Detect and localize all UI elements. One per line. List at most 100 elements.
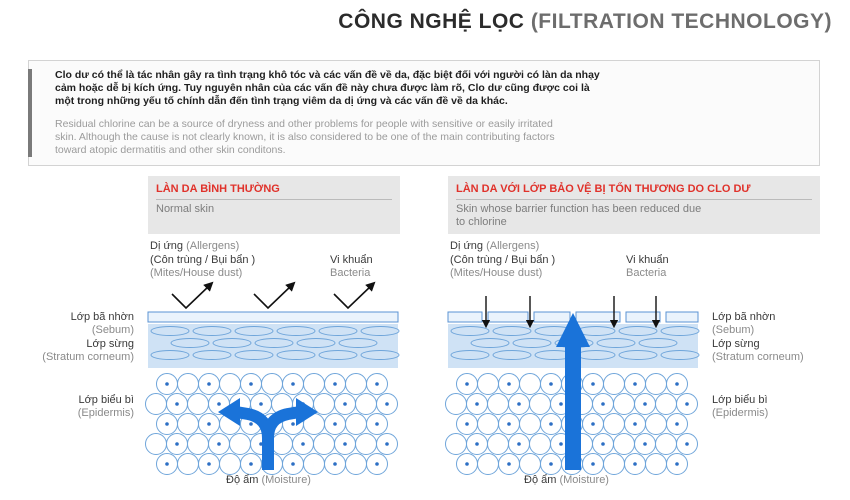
right-moisture-arrow-icon <box>556 313 590 470</box>
right-bacteria-label: Vi khuẩn Bacteria <box>626 254 669 280</box>
right-penetrating-arrows <box>481 296 661 329</box>
corneum-cell <box>276 326 316 336</box>
cell-nucleus <box>633 382 637 386</box>
epidermis-cell <box>219 373 241 395</box>
corneum-cell <box>254 338 294 348</box>
epidermis-cell <box>477 413 499 435</box>
epidermis-cell <box>477 453 499 475</box>
epidermis-cell <box>645 373 667 395</box>
cell-nucleus <box>507 382 511 386</box>
epidermis-cell <box>177 453 199 475</box>
epidermis-cell <box>603 453 625 475</box>
mites-en: (Mites/House dust) <box>450 267 543 279</box>
epidermis-cell <box>177 373 199 395</box>
cell-nucleus <box>207 422 211 426</box>
corneum-cell <box>360 350 400 360</box>
left-panel-title: LÀN DA BÌNH THƯỜNG <box>156 183 280 195</box>
cell-nucleus <box>249 462 253 466</box>
right-panel-subtitle: Skin whose barrier function has been red… <box>456 203 701 229</box>
intro-vietnamese: Clo dư có thể là tác nhân gây ra tình tr… <box>55 69 805 108</box>
repel-arrow-icon <box>253 281 296 310</box>
intro-en-line: Residual chlorine can be a source of dry… <box>55 118 553 130</box>
corneum-cell <box>450 326 490 336</box>
cell-nucleus <box>291 382 295 386</box>
corneum-cell <box>638 338 678 348</box>
cell-nucleus <box>465 382 469 386</box>
cell-nucleus <box>217 442 221 446</box>
left-sebum-label: Lớp bã nhờn (Sebum) <box>0 311 134 337</box>
allergens-en: (Allergens) <box>186 240 240 252</box>
corneum-cell <box>492 350 532 360</box>
cell-nucleus <box>343 402 347 406</box>
epidermis-cell <box>487 393 509 415</box>
left-moisture-label: Độ ẩm (Moisture) <box>226 474 311 487</box>
cell-nucleus <box>375 382 379 386</box>
cell-nucleus <box>333 422 337 426</box>
sebum-vi: Lớp bã nhờn <box>70 311 134 323</box>
cell-nucleus <box>675 382 679 386</box>
cell-nucleus <box>175 402 179 406</box>
epidermis-cell <box>261 373 283 395</box>
epidermis-cell <box>655 393 677 415</box>
moisture-en: (Moisture) <box>559 474 609 486</box>
cell-nucleus <box>165 422 169 426</box>
corneum-cell <box>276 350 316 360</box>
left-panel-divider <box>156 199 392 200</box>
corneum-cell <box>660 350 700 360</box>
allergens-vi: Dị ứng <box>150 240 184 252</box>
right-sebum-label: Lớp bã nhờn (Sebum) <box>712 311 775 337</box>
intro-vi-line: Clo dư có thể là tác nhân gây ra tình tr… <box>55 69 600 81</box>
sebum-vi: Lớp bã nhờn <box>712 311 776 323</box>
epidermis-cell <box>313 433 335 455</box>
epidermis-cell <box>603 373 625 395</box>
corneum-cell <box>212 338 252 348</box>
corneum-cell <box>338 338 378 348</box>
corneum-cell <box>492 326 532 336</box>
intro-english: Residual chlorine can be a source of dry… <box>55 118 805 157</box>
corneum-cell <box>596 338 636 348</box>
moisture-vi: Độ ẩm <box>226 474 259 486</box>
intro-en-line: toward atopic dermatitis and other skin … <box>55 144 286 156</box>
epidermis-cell <box>187 393 209 415</box>
allergens-en: (Allergens) <box>486 240 540 252</box>
corneum-cell <box>318 350 358 360</box>
epidermis-vi: Lớp biểu bì <box>78 394 134 406</box>
cell-nucleus <box>333 462 337 466</box>
cell-nucleus <box>333 382 337 386</box>
left-repelled-arrows <box>171 281 376 310</box>
cell-nucleus <box>559 442 563 446</box>
corneum-en: (Stratum corneum) <box>712 351 804 363</box>
corneum-cell <box>360 326 400 336</box>
epidermis-cell <box>303 373 325 395</box>
cell-nucleus <box>165 462 169 466</box>
right-allergens-label: Dị ứng (Allergens) <box>450 240 539 253</box>
epidermis-cell <box>355 433 377 455</box>
cell-nucleus <box>207 462 211 466</box>
title-vi: CÔNG NGHỆ LỌC <box>338 10 525 33</box>
cell-nucleus <box>591 382 595 386</box>
moisture-vi: Độ ẩm <box>524 474 557 486</box>
cell-nucleus <box>643 442 647 446</box>
intro-vi-line: cảm hoặc dễ bị kích ứng. Tuy nguyên nhân… <box>55 82 590 94</box>
cell-nucleus <box>465 422 469 426</box>
cell-nucleus <box>685 402 689 406</box>
epidermis-cell <box>603 413 625 435</box>
cell-nucleus <box>475 442 479 446</box>
corneum-cell <box>318 326 358 336</box>
sebum-fragment <box>665 311 699 323</box>
right-moisture-label: Độ ẩm (Moisture) <box>524 474 609 487</box>
cell-nucleus <box>291 422 295 426</box>
bacteria-en: Bacteria <box>330 267 371 279</box>
epidermis-cell <box>519 413 541 435</box>
corneum-cell <box>618 326 658 336</box>
epidermis-cell <box>187 433 209 455</box>
left-allergens-label: Dị ứng (Allergens) <box>150 240 239 253</box>
epidermis-cell <box>145 433 167 455</box>
sebum-en: (Sebum) <box>91 324 134 336</box>
epidermis-cell <box>613 393 635 415</box>
corneum-cell <box>234 326 274 336</box>
cell-nucleus <box>165 382 169 386</box>
sebum-fragment <box>487 311 529 323</box>
corneum-cell <box>296 338 336 348</box>
